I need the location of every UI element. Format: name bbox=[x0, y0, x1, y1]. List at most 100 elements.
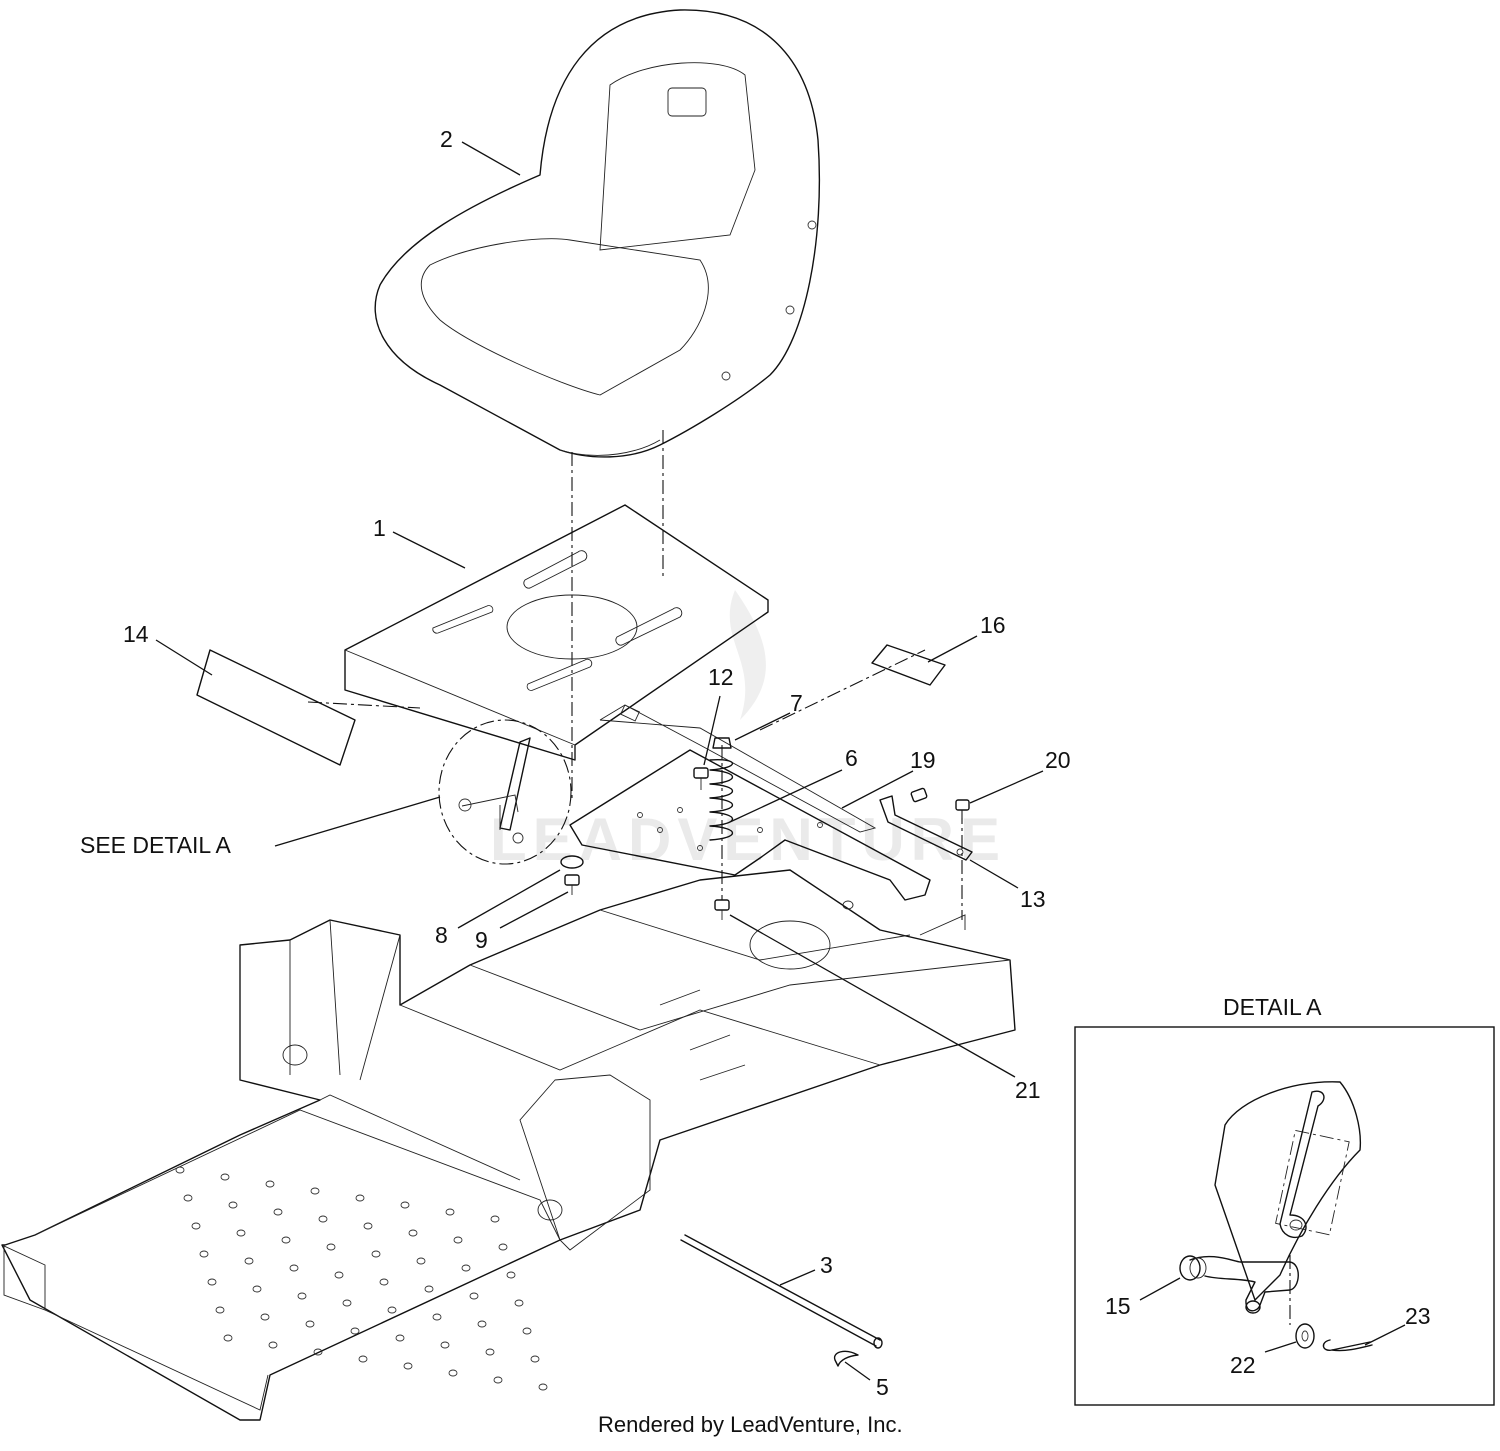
deck-hole bbox=[273, 1208, 283, 1216]
deck-hole bbox=[342, 1299, 352, 1307]
deck-hole bbox=[477, 1320, 487, 1328]
deck-hole bbox=[355, 1194, 365, 1202]
deck-hole bbox=[514, 1299, 524, 1307]
detail-seat-pan-edge bbox=[1214, 1081, 1362, 1301]
deck-hole bbox=[400, 1201, 410, 1209]
deck-hole bbox=[313, 1348, 323, 1356]
callout-2: 2 bbox=[440, 126, 453, 152]
deck-hole bbox=[215, 1306, 225, 1314]
detail-a-circle[interactable] bbox=[438, 719, 572, 865]
deck-hole bbox=[469, 1292, 479, 1300]
deck-hole bbox=[268, 1341, 278, 1349]
deck-hole bbox=[334, 1271, 344, 1279]
detail-pin-15[interactable] bbox=[1179, 1255, 1299, 1314]
washer-8[interactable] bbox=[560, 855, 584, 869]
deck-hole bbox=[358, 1355, 368, 1363]
bolt-20[interactable] bbox=[955, 799, 970, 818]
watermark-text: LEADVENTURE bbox=[490, 806, 1006, 873]
callout-12: 12 bbox=[708, 664, 734, 690]
deck-hole bbox=[506, 1271, 516, 1279]
detail-a-inset: DETAIL A 15 22 23 bbox=[1074, 994, 1495, 1406]
deck-hole bbox=[350, 1327, 360, 1335]
deck-hole bbox=[408, 1229, 418, 1237]
bolt-12[interactable] bbox=[693, 767, 709, 790]
deck-hole bbox=[289, 1264, 299, 1272]
deck-hole bbox=[461, 1264, 471, 1272]
see-detail-label: SEE DETAIL A bbox=[80, 832, 231, 858]
deck-hole bbox=[281, 1236, 291, 1244]
mower-frame bbox=[1, 869, 1016, 1421]
deck-hole bbox=[498, 1243, 508, 1251]
detail-a-title: DETAIL A bbox=[1223, 994, 1322, 1020]
callout-14: 14 bbox=[123, 621, 149, 647]
bolt-9[interactable] bbox=[564, 874, 580, 895]
detail-rod-link[interactable] bbox=[1279, 1090, 1325, 1239]
deck-hole bbox=[432, 1313, 442, 1321]
deck-hole bbox=[183, 1194, 193, 1202]
deck-hole bbox=[199, 1250, 209, 1258]
deck-hole bbox=[445, 1208, 455, 1216]
callout-labels: 2 1 14 16 12 7 6 19 20 13 8 9 21 3 5 SEE… bbox=[80, 126, 1071, 1400]
callout-20: 20 bbox=[1045, 747, 1071, 773]
watermark: LEADVENTURE bbox=[490, 590, 1006, 873]
callout-1: 1 bbox=[373, 515, 386, 541]
deck-hole bbox=[538, 1383, 548, 1391]
deck-hole bbox=[297, 1292, 307, 1300]
deck-hole bbox=[220, 1173, 230, 1181]
decal-14[interactable] bbox=[196, 649, 356, 766]
deck-hole bbox=[403, 1362, 413, 1370]
deck-hole bbox=[236, 1229, 246, 1237]
deck-hole bbox=[493, 1376, 503, 1384]
seat[interactable] bbox=[374, 9, 821, 458]
callout-9: 9 bbox=[475, 927, 488, 953]
callout-19: 19 bbox=[910, 747, 936, 773]
deck-hole bbox=[175, 1166, 185, 1174]
leader-lines bbox=[155, 141, 1044, 1381]
hairpin-clip-5[interactable] bbox=[833, 1350, 859, 1367]
deck-hole bbox=[228, 1201, 238, 1209]
deck-hole bbox=[530, 1355, 540, 1363]
deck-hole bbox=[371, 1250, 381, 1258]
deck-hole bbox=[305, 1320, 315, 1328]
deck-hole bbox=[252, 1285, 262, 1293]
detail-a-frame bbox=[1074, 1026, 1495, 1406]
decal-16[interactable] bbox=[871, 644, 946, 686]
deck-hole bbox=[490, 1215, 500, 1223]
bolt-21[interactable] bbox=[714, 899, 730, 920]
decal-16-line bbox=[759, 649, 926, 731]
deck-hole bbox=[265, 1180, 275, 1188]
callout-16: 16 bbox=[980, 612, 1006, 638]
callout-22: 22 bbox=[1230, 1352, 1256, 1378]
deck-hole bbox=[326, 1243, 336, 1251]
footer-credit: Rendered by LeadVenture, Inc. bbox=[598, 1412, 903, 1437]
seat-pan[interactable] bbox=[344, 504, 769, 761]
deck-hole bbox=[244, 1257, 254, 1265]
deck-hole bbox=[416, 1257, 426, 1265]
deck-hole bbox=[207, 1278, 217, 1286]
deck-hole bbox=[453, 1236, 463, 1244]
detail-washer-22[interactable] bbox=[1295, 1323, 1315, 1349]
callout-6: 6 bbox=[845, 745, 858, 771]
callout-21: 21 bbox=[1015, 1077, 1041, 1103]
callout-8: 8 bbox=[435, 922, 448, 948]
callout-23: 23 bbox=[1405, 1303, 1431, 1329]
bracket-13[interactable] bbox=[879, 795, 973, 861]
nut-7[interactable] bbox=[712, 737, 732, 749]
deck-hole bbox=[395, 1334, 405, 1342]
deck-hole bbox=[448, 1369, 458, 1377]
deck-hole bbox=[440, 1341, 450, 1349]
detail-hairpin-23[interactable] bbox=[1322, 1339, 1373, 1352]
deck-hole-pattern bbox=[175, 1166, 548, 1391]
deck-hole bbox=[379, 1278, 389, 1286]
pivot-rod[interactable] bbox=[680, 1234, 883, 1349]
callout-13: 13 bbox=[1020, 886, 1046, 912]
deck-hole bbox=[485, 1348, 495, 1356]
deck-hole bbox=[318, 1215, 328, 1223]
deck-hole bbox=[310, 1187, 320, 1195]
deck-hole bbox=[260, 1313, 270, 1321]
bolt-19[interactable] bbox=[910, 787, 928, 803]
deck-hole bbox=[387, 1306, 397, 1314]
deck-hole bbox=[363, 1222, 373, 1230]
